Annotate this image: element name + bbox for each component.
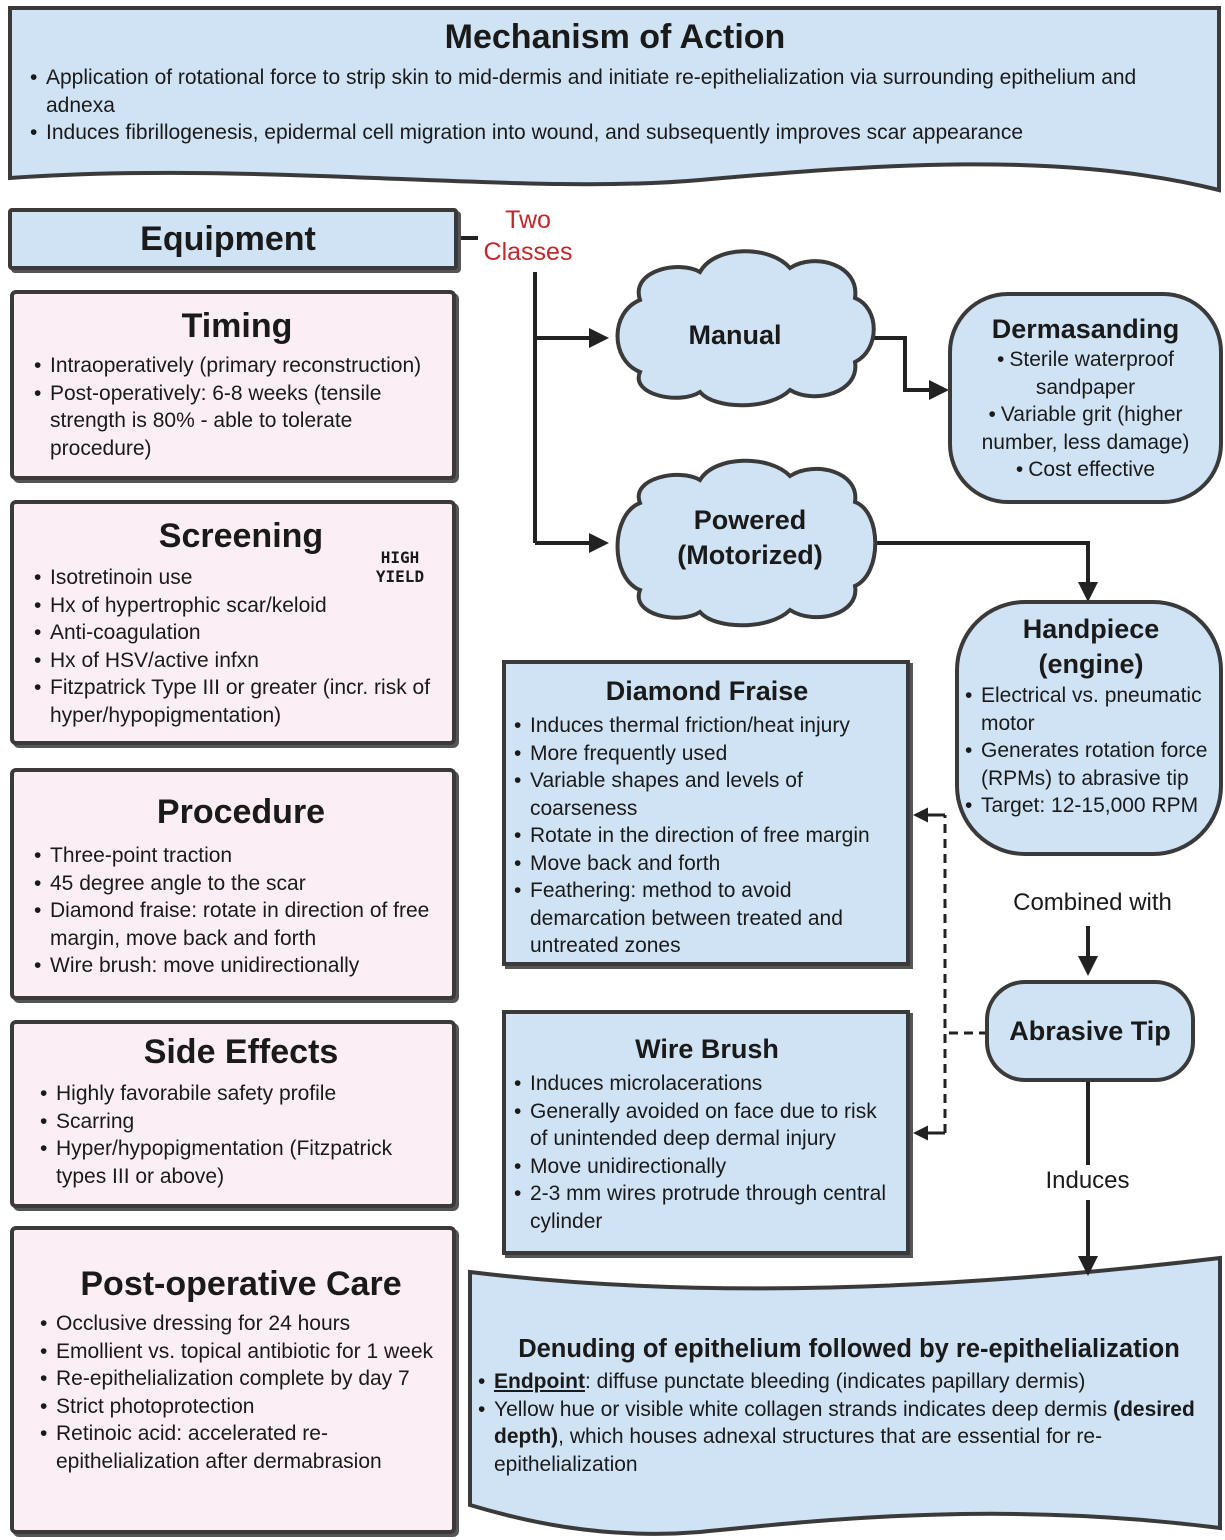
- two-classes-label: Two Classes: [472, 204, 584, 268]
- side-effects-bullet: Hyper/hypopigmentation (Fitzpatrick type…: [40, 1135, 442, 1190]
- badge-line2: YIELD: [375, 567, 425, 586]
- badge-line1: HIGH: [380, 548, 420, 567]
- diamond-fraise-box: Diamond Fraise Induces thermal friction/…: [502, 660, 910, 966]
- procedure-bullet: Wire brush: move unidirectionally: [34, 952, 448, 980]
- two-classes-line2: Classes: [483, 238, 573, 266]
- handpiece-bullet: Target: 12-15,000 RPM: [965, 792, 1217, 820]
- manual-cloud: [615, 249, 876, 408]
- depth-text-bold: (desired depth): [494, 1397, 1195, 1449]
- procedure-bullet: Three-point traction: [34, 842, 448, 870]
- side-effects-bullet: Highly favorabile safety profile: [40, 1080, 442, 1108]
- powered-label-line2: (Motorized): [677, 540, 823, 570]
- side-effects-bullet: Scarring: [40, 1108, 442, 1136]
- timing-bullet: Post-operatively: 6-8 weeks (tensile str…: [34, 380, 440, 463]
- procedure-box: Procedure Three-point traction 45 degree…: [10, 768, 456, 1000]
- denuding-depth-bullet: Yellow hue or visible white collagen str…: [478, 1396, 1220, 1479]
- diamond-fraise-bullet: Rotate in the direction of free margin: [514, 822, 900, 850]
- postop-title: Post-operative Care: [80, 1265, 402, 1303]
- side-effects-box: Side Effects Highly favorabile safety pr…: [10, 1020, 456, 1208]
- endpoint-text: : diffuse punctate bleeding (indicates p…: [584, 1370, 1086, 1393]
- denuding-title: Denuding of epithelium followed by re-ep…: [518, 1335, 1180, 1363]
- screening-bullet: Isotretinoin use: [34, 564, 448, 592]
- procedure-bullet: 45 degree angle to the scar: [34, 870, 448, 898]
- procedure-bullet: Diamond fraise: rotate in direction of f…: [34, 897, 448, 952]
- arrow-to-dermasanding: [858, 336, 949, 400]
- procedure-title: Procedure: [156, 793, 326, 831]
- handpiece-bullet: Generates rotation force (RPMs) to abras…: [965, 737, 1217, 792]
- screening-title: Screening: [158, 517, 324, 555]
- wire-brush-bullet: Move unidirectionally: [514, 1153, 900, 1181]
- postop-bullet: Re-epithelialization complete by day 7: [40, 1365, 442, 1393]
- screening-bullet: Anti-coagulation: [34, 619, 448, 647]
- two-classes-line1: Two: [505, 206, 551, 234]
- handpiece-title-line1: Handpiece: [1022, 614, 1160, 644]
- wire-brush-title: Wire Brush: [635, 1034, 779, 1064]
- arrow-to-handpiece: [858, 541, 1098, 602]
- manual-label: Manual: [688, 320, 782, 350]
- diamond-fraise-title: Diamond Fraise: [605, 676, 809, 706]
- wire-brush-bullet: 2-3 mm wires protrude through central cy…: [514, 1180, 900, 1235]
- diamond-fraise-bullet: Feathering: method to avoid demarcation …: [514, 877, 900, 960]
- dermasanding-bullet: Sterile waterproof sandpaper: [954, 346, 1217, 401]
- mechanism-bullet: Induces fibrillogenesis, epidermal cell …: [30, 119, 1200, 147]
- postop-box: Post-operative Care Occlusive dressing f…: [10, 1226, 456, 1534]
- mechanism-section: Mechanism of Action Application of rotat…: [30, 16, 1200, 147]
- timing-bullet: Intraoperatively (primary reconstruction…: [34, 352, 440, 380]
- diamond-fraise-bullet: More frequently used: [514, 740, 900, 768]
- timing-title: Timing: [181, 307, 293, 345]
- endpoint-label: Endpoint: [494, 1370, 585, 1393]
- handpiece-bullet: Electrical vs. pneumatic motor: [965, 682, 1217, 737]
- abrasive-tip-label: Abrasive Tip: [1009, 1016, 1171, 1046]
- abrasive-tip-box: Abrasive Tip: [985, 980, 1195, 1082]
- postop-bullet: Strict photoprotection: [40, 1393, 442, 1421]
- powered-label: Powered (Motorized): [655, 503, 845, 573]
- denuding-endpoint-bullet: Endpoint: diffuse punctate bleeding (ind…: [478, 1368, 1220, 1396]
- wire-brush-box: Wire Brush Induces microlacerations Gene…: [502, 1010, 910, 1255]
- induces-label: Induces: [1045, 1167, 1130, 1194]
- postop-bullet: Occlusive dressing for 24 hours: [40, 1310, 442, 1338]
- denuding-section: Denuding of epithelium followed by re-ep…: [478, 1332, 1220, 1478]
- handpiece-title-line2: (engine): [1038, 649, 1144, 679]
- dashed-connector: [943, 815, 988, 1133]
- dermasanding-bullet: Variable grit (higher number, less damag…: [954, 401, 1217, 456]
- depth-text-pre: Yellow hue or visible white collagen str…: [494, 1397, 1114, 1421]
- handpiece-box: Handpiece (engine) Electrical vs. pneuma…: [955, 600, 1223, 856]
- high-yield-badge: HIGH YIELD: [360, 548, 440, 586]
- screening-bullet: Hx of HSV/active infxn: [34, 647, 448, 675]
- powered-cloud: [615, 458, 878, 628]
- diamond-fraise-bullet: Variable shapes and levels of coarseness: [514, 767, 900, 822]
- powered-label-line1: Powered: [693, 505, 807, 535]
- side-effects-title: Side Effects: [143, 1033, 339, 1071]
- postop-bullet: Emollient vs. topical antibiotic for 1 w…: [40, 1338, 442, 1366]
- timing-box: Timing Intraoperatively (primary reconst…: [10, 290, 456, 480]
- dermasanding-title: Dermasanding: [991, 314, 1180, 344]
- dermasanding-bullet: Cost effective: [954, 456, 1217, 484]
- combined-with-label: Combined with: [1013, 889, 1172, 916]
- handpiece-title: Handpiece (engine): [965, 612, 1217, 682]
- diamond-fraise-bullet: Move back and forth: [514, 850, 900, 878]
- screening-bullet: Hx of hypertrophic scar/keloid: [34, 592, 448, 620]
- mechanism-bullet: Application of rotational force to strip…: [30, 64, 1200, 119]
- dermasanding-box: Dermasanding Sterile waterproof sandpape…: [948, 292, 1223, 504]
- wire-brush-bullet: Induces microlacerations: [514, 1070, 900, 1098]
- screening-bullet: Fitzpatrick Type III or greater (incr. r…: [34, 674, 448, 729]
- postop-bullet: Retinoic acid: accelerated re-epithelial…: [40, 1420, 442, 1475]
- equipment-title: Equipment: [140, 220, 316, 258]
- depth-text-post: , which houses adnexal structures that a…: [494, 1425, 1103, 1476]
- mechanism-title: Mechanism of Action: [444, 18, 786, 56]
- diamond-fraise-bullet: Induces thermal friction/heat injury: [514, 712, 900, 740]
- equipment-box: Equipment: [8, 208, 458, 270]
- wire-brush-bullet: Generally avoided on face due to risk of…: [514, 1098, 900, 1153]
- screening-box: Screening Isotretinoin use Hx of hypertr…: [10, 500, 456, 745]
